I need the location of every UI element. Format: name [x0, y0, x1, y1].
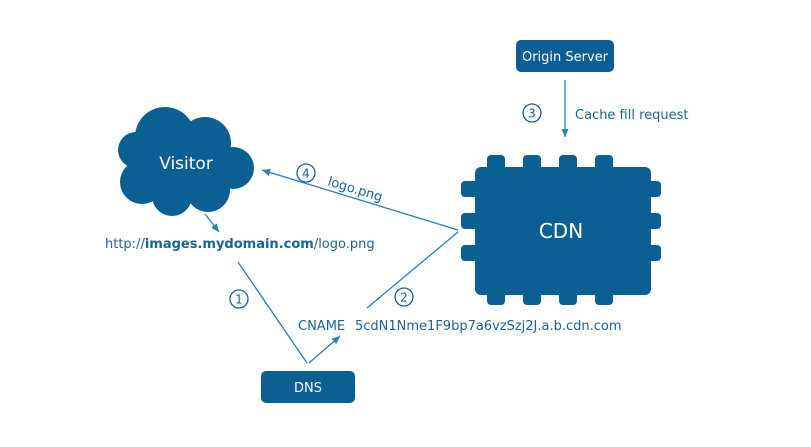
deliver-logo-label: logo.png	[326, 174, 384, 205]
dns-lookup-line	[237, 261, 308, 364]
step-4-circle	[296, 163, 316, 183]
step-2-circle	[394, 287, 414, 307]
origin-server-label: Origin Server	[522, 50, 609, 65]
dns-box	[261, 371, 355, 403]
dns-label: DNS	[294, 381, 322, 396]
cdn-node: CDN	[461, 155, 661, 305]
request-url: http://images.mydomain.com/logo.png	[105, 237, 375, 252]
request-url-arrow	[204, 213, 220, 233]
visitor-label: Visitor	[159, 154, 213, 174]
url-host: images.mydomain.com	[145, 237, 314, 252]
cdn-chip-body	[475, 167, 651, 295]
cache-fill-label: Cache fill request	[575, 108, 689, 123]
origin-server-box	[516, 40, 614, 72]
step-3-number: 3	[528, 107, 536, 121]
step-2-badge: 2	[394, 287, 414, 307]
step-1-badge: 1	[229, 289, 249, 309]
cname-response-arrow	[308, 335, 341, 364]
step-1-number: 1	[235, 293, 243, 307]
cname-label: CNAME	[298, 319, 345, 334]
visitor-cloud	[118, 107, 254, 216]
cdn-label: CDN	[539, 219, 583, 243]
dns-node: DNS	[261, 371, 355, 403]
step-4-badge: 4	[296, 163, 316, 183]
cname-to-cdn-line	[366, 231, 459, 309]
step-3-badge: 3	[522, 103, 542, 123]
step-1-circle	[229, 289, 249, 309]
step-2-number: 2	[400, 291, 408, 305]
url-path: /logo.png	[314, 237, 375, 252]
cname-target: 5cdN1Nme1F9bp7a6vzSzj2J.a.b.cdn.com	[355, 319, 622, 334]
step-4-number: 4	[302, 167, 310, 181]
origin-server-node: Origin Server	[516, 40, 614, 72]
deliver-logo-arrow	[261, 168, 459, 231]
step-3-circle	[522, 103, 542, 123]
visitor-node: Visitor	[118, 107, 254, 216]
url-scheme: http://	[105, 237, 145, 252]
